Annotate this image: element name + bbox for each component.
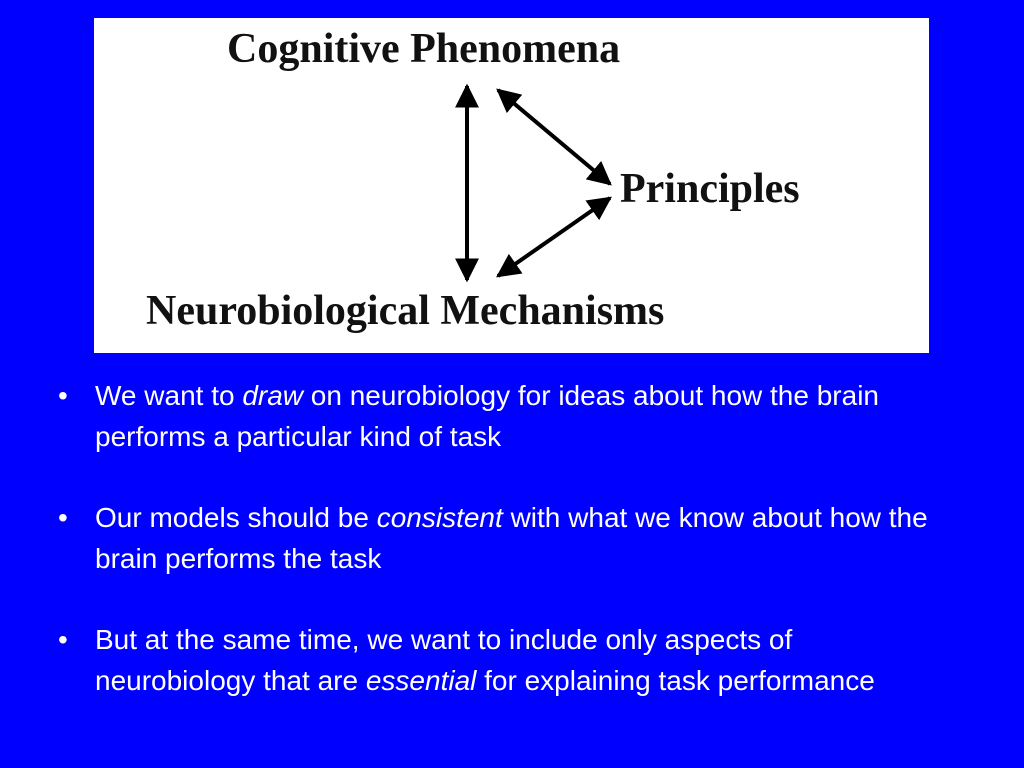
diagram-panel: Cognitive Phenomena Principles Neurobiol… [94,18,929,353]
arrow-principles-mechanisms [496,196,612,278]
bullet-item: • But at the same time, we want to inclu… [58,619,938,701]
bullet-marker: • [58,380,68,411]
node-neurobiological-mechanisms: Neurobiological Mechanisms [146,288,665,334]
bullet-text-after: for explaining task performance [476,665,875,696]
bullet-emphasis: draw [242,380,304,411]
bullet-text-after: on neurobiology for ideas about how the … [95,380,879,452]
bullet-item: • We want to draw on neurobiology for id… [58,375,938,457]
bullet-emphasis: essential [365,665,477,696]
arrow-phenomena-principles [496,88,612,186]
bullet-marker: • [58,624,68,655]
bullet-text-before: Our models should be [95,502,377,533]
bullet-item: • Our models should be consistent with w… [58,497,938,579]
bullet-emphasis: consistent [376,502,503,533]
bullet-text-after: with what we know about how the brain pe… [95,502,928,574]
diagram-arrows [455,83,612,283]
node-principles: Principles [620,166,800,212]
bullet-text-before: We want to [95,380,243,411]
node-cognitive-phenomena: Cognitive Phenomena [227,26,621,72]
bullet-list: • We want to draw on neurobiology for id… [58,375,938,741]
bullet-text-before: But at the same time, we want to include… [95,624,793,696]
bullet-marker: • [58,502,68,533]
